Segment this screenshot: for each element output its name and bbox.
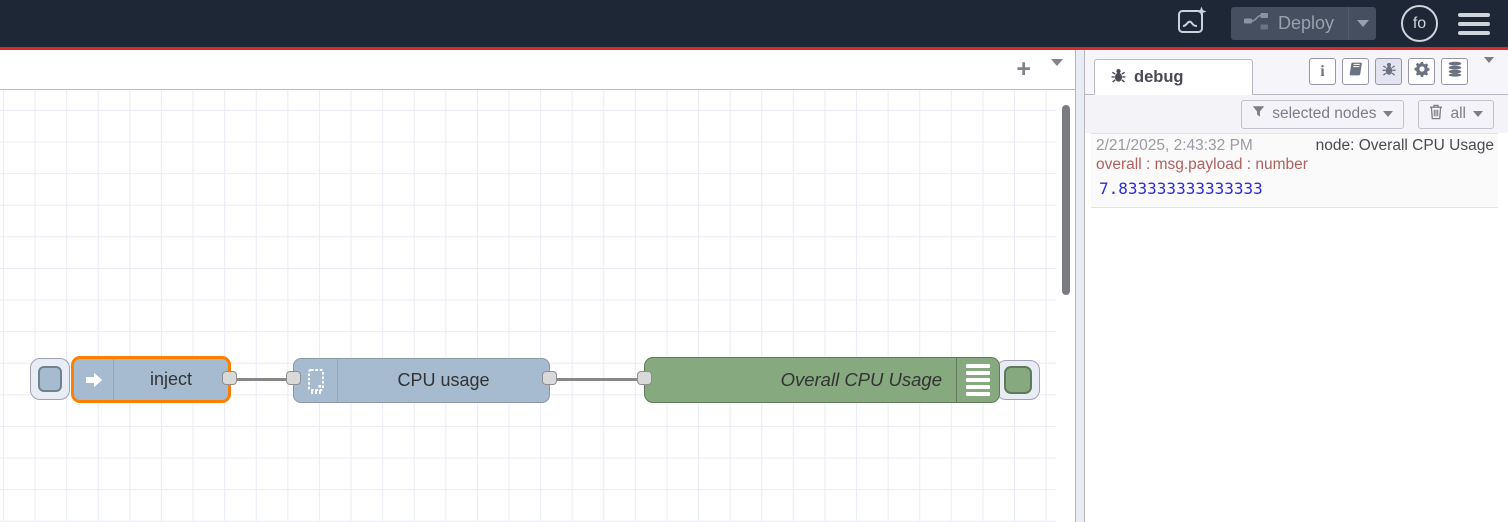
- info-tab-button[interactable]: i: [1309, 58, 1336, 85]
- clear-messages-label: all: [1450, 105, 1466, 122]
- node-overall-cpu-usage[interactable]: Overall CPU Usage: [644, 357, 1000, 403]
- header-bar: Deploy fo: [0, 0, 1508, 47]
- canvas-vertical-scrollbar[interactable]: [1062, 105, 1070, 295]
- debug-message-value[interactable]: 7.833333333333333: [1099, 179, 1263, 198]
- node-label: Overall CPU Usage: [780, 369, 942, 390]
- node-inject[interactable]: inject: [71, 356, 231, 403]
- debug-filter-row: selected nodes all: [1085, 95, 1508, 133]
- recording-accent-line: [0, 47, 1508, 50]
- debug-tab-button[interactable]: [1375, 58, 1402, 85]
- debug-message-meta: 2/21/2025, 2:43:32 PM node: Overall CPU …: [1096, 137, 1494, 155]
- deploy-button[interactable]: Deploy: [1230, 7, 1376, 40]
- hamburger-icon: [1458, 12, 1490, 17]
- node-cpu-usage[interactable]: CPU usage: [293, 358, 550, 403]
- debug-message-property: overall : msg.payload : number: [1096, 156, 1308, 173]
- sidebar-header: debug i: [1085, 50, 1508, 95]
- trash-icon: [1429, 104, 1443, 125]
- inject-output-port[interactable]: [222, 371, 237, 385]
- chevron-down-icon: [1484, 56, 1494, 80]
- tab-debug-label: debug: [1134, 68, 1184, 86]
- node-label: inject: [149, 369, 193, 389]
- user-avatar[interactable]: fo: [1401, 5, 1438, 42]
- flow-tabbar: +: [0, 50, 1075, 90]
- cpu-input-port[interactable]: [286, 371, 301, 385]
- main-menu-button[interactable]: [1458, 12, 1490, 35]
- sidebar-options-button[interactable]: [1484, 56, 1494, 81]
- bug-icon: [1381, 61, 1397, 82]
- node-label: CPU usage: [397, 370, 490, 390]
- cpu-output-port[interactable]: [542, 371, 557, 385]
- debug-message[interactable]: 2/21/2025, 2:43:32 PM node: Overall CPU …: [1091, 133, 1498, 208]
- hamburger-icon: [1458, 30, 1490, 35]
- context-data-tab-button[interactable]: [1441, 58, 1468, 85]
- deploy-button-label: Deploy: [1277, 13, 1334, 33]
- debug-toggle-button[interactable]: [996, 360, 1040, 400]
- wire-inject-to-cpu[interactable]: [229, 378, 295, 381]
- sidebar: debug i: [1084, 50, 1508, 522]
- tab-debug[interactable]: debug: [1094, 59, 1253, 95]
- filter-nodes-label: selected nodes: [1272, 105, 1377, 122]
- inject-trigger-button[interactable]: [30, 358, 70, 400]
- sidebar-toolbar: i: [1309, 56, 1494, 85]
- help-tab-button[interactable]: [1342, 58, 1369, 85]
- debug-message-timestamp: 2/21/2025, 2:43:32 PM: [1096, 137, 1253, 154]
- cpu-chip-icon: [294, 359, 338, 402]
- canvas-grid: [0, 90, 1056, 522]
- config-nodes-tab-button[interactable]: [1408, 58, 1435, 85]
- flow-canvas[interactable]: inject CPU usage: [0, 90, 1075, 522]
- inject-arrow-icon: [74, 359, 114, 400]
- wire-cpu-to-debug[interactable]: [549, 378, 646, 381]
- chevron-down-icon: [1383, 111, 1394, 117]
- user-avatar-initials: fo: [1412, 14, 1427, 32]
- hamburger-icon: [1458, 21, 1490, 26]
- debug-toggle-inner: [1004, 366, 1032, 394]
- chevron-down-icon: [1051, 59, 1063, 83]
- debug-message-list[interactable]: 2/21/2025, 2:43:32 PM node: Overall CPU …: [1085, 133, 1508, 522]
- deploy-button-main[interactable]: Deploy: [1231, 12, 1348, 36]
- chevron-down-icon: [1356, 20, 1369, 27]
- bug-icon: [1110, 67, 1127, 89]
- inject-trigger-inner: [38, 366, 62, 392]
- sidebar-splitter[interactable]: [1076, 50, 1084, 522]
- debug-input-port[interactable]: [637, 371, 652, 385]
- funnel-icon: [1252, 105, 1265, 123]
- database-icon: [1447, 61, 1463, 82]
- node-divider: [956, 358, 957, 402]
- deploy-nodes-icon: [1243, 12, 1269, 36]
- workspace: +: [0, 50, 1076, 522]
- info-icon: i: [1320, 62, 1325, 80]
- add-flow-button[interactable]: +: [1016, 55, 1031, 83]
- debug-message-node: node: Overall CPU Usage: [1315, 137, 1494, 154]
- filter-nodes-button[interactable]: selected nodes: [1241, 99, 1405, 129]
- deploy-options-button[interactable]: [1348, 7, 1376, 40]
- chevron-down-icon: [1473, 111, 1483, 117]
- clear-messages-button[interactable]: all: [1418, 99, 1494, 129]
- debug-output-lines-icon: [957, 364, 999, 396]
- flow-assistant-icon: [1176, 5, 1208, 42]
- book-icon: [1348, 61, 1364, 82]
- flow-list-button[interactable]: [1051, 59, 1063, 84]
- main-area: +: [0, 50, 1508, 522]
- gear-icon: [1414, 61, 1430, 82]
- flow-assistant-button[interactable]: [1173, 5, 1211, 43]
